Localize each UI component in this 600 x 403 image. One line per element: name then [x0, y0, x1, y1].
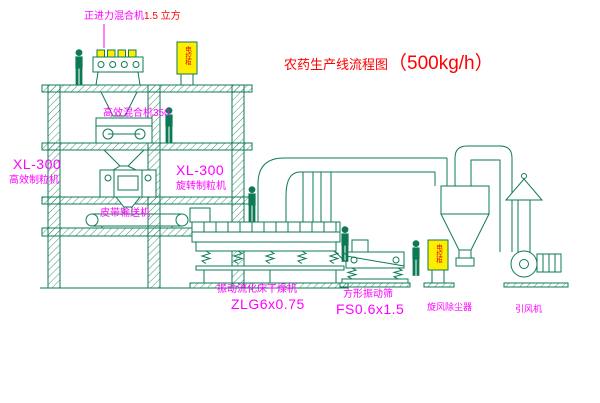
vibrating-screen-icon [339, 239, 411, 288]
label-granulator-mid-name: 旋转制粒机 [176, 181, 226, 192]
worker-icon [248, 186, 256, 222]
top-mixer-spec: 1.5 立方 [144, 11, 181, 22]
control-cabinet-1-icon [176, 41, 198, 85]
worker-icon [341, 226, 349, 262]
label-dryer-model: ZLG6x0.75 [231, 296, 305, 312]
mid-mixer-icon [95, 117, 153, 173]
exhaust-duct [257, 157, 448, 222]
label-dust-collector: 旋风除尘器 [427, 302, 473, 312]
label-granulator-mid-model: XL-300 [176, 162, 225, 178]
worker-icon [75, 49, 83, 85]
title-capacity: （500kg/h） [388, 53, 494, 74]
diagram-title: 农药生产线流程图（500kg/h） [284, 48, 494, 75]
label-dryer-name: 振动流化床干燥机 [217, 284, 297, 295]
fluid-bed-dryer-icon [189, 221, 355, 289]
cyclone-icon [440, 145, 513, 267]
label-screen-model: FS0.6x1.5 [336, 301, 405, 317]
worker-icon [412, 240, 420, 276]
label-granulator-left-name: 高效制粒机 [9, 175, 59, 186]
building-structure [40, 84, 253, 289]
label-screen-name: 方形振动筛 [343, 289, 393, 300]
top-mixer-name: 正进力混合机 [84, 11, 144, 22]
title-text: 农药生产线流程图 [284, 57, 389, 72]
label-granulator-left-model: XL-300 [13, 156, 62, 172]
cabinet-2-text: 电控柜 [434, 244, 442, 264]
label-belt-conveyor: 皮带输送机 [100, 208, 150, 219]
belt-conveyor-icon [85, 207, 211, 228]
label-mid-mixer: 高效混合机350 [103, 108, 170, 119]
cabinet-1-text: 电控柜 [183, 46, 191, 66]
top-mixer-icon [92, 49, 144, 117]
label-fan: 引风机 [515, 304, 543, 314]
granulator-icon [99, 169, 157, 214]
control-cabinet-2-icon [423, 239, 455, 288]
induced-draft-fan-icon [503, 173, 569, 288]
label-top-mixer: 正进力混合机1.5 立方 [84, 12, 181, 22]
